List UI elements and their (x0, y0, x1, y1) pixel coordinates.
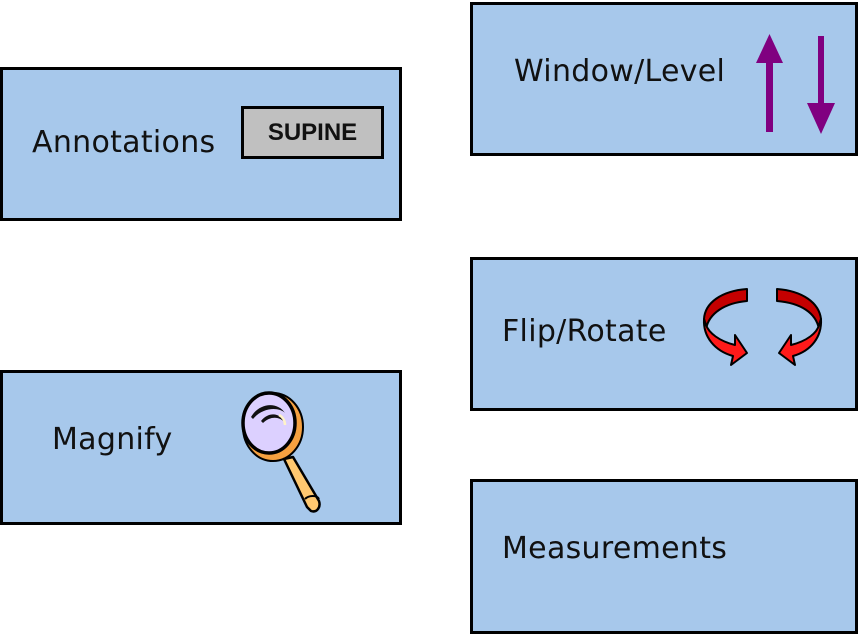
magnify-box[interactable]: Magnify (0, 370, 402, 525)
flip-rotate-label: Flip/Rotate (502, 314, 667, 349)
window-level-box[interactable]: Window/Level (470, 2, 858, 156)
supine-tag: SUPINE (241, 106, 384, 159)
down-arrow-icon (807, 36, 835, 134)
window-level-label: Window/Level (514, 54, 726, 89)
magnifying-glass-icon (241, 391, 321, 513)
annotations-label: Annotations (32, 125, 216, 160)
annotations-box[interactable]: Annotations SUPINE (0, 67, 402, 221)
magnify-label: Magnify (52, 422, 173, 457)
up-down-arrows-icon (756, 34, 835, 134)
measurements-box[interactable]: Measurements (470, 479, 858, 634)
rotate-arrows-icon (702, 288, 823, 366)
up-arrow-icon (756, 34, 783, 132)
measurements-label: Measurements (502, 531, 728, 566)
flip-rotate-box[interactable]: Flip/Rotate (470, 257, 858, 411)
